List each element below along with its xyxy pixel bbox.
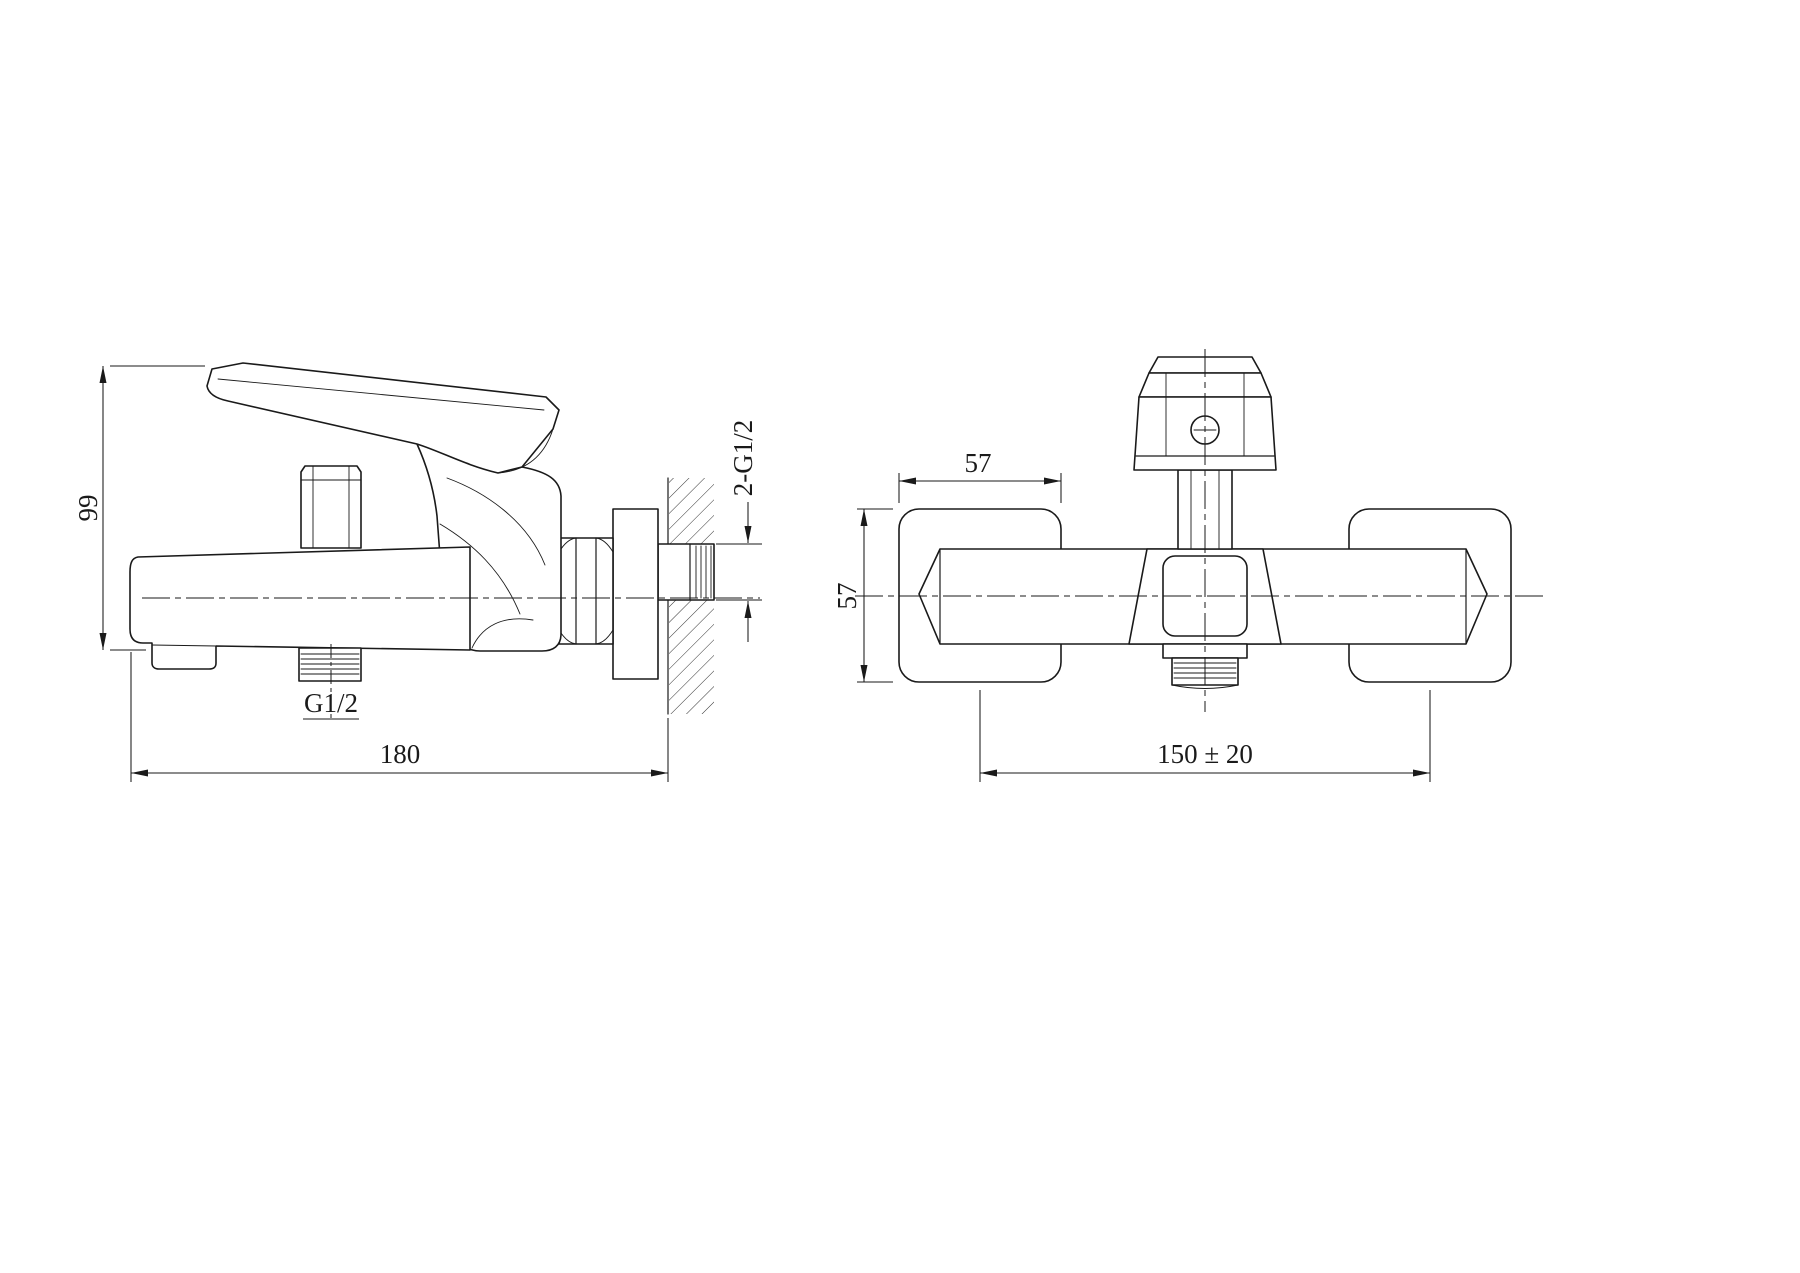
neck-facets — [1190, 469, 1220, 550]
inlet-thread-label: 2-G1/2 — [728, 420, 758, 497]
lever-crease — [217, 378, 545, 411]
label-inlet-thread-2g12: 2-G1/2 — [716, 420, 762, 642]
spout — [129, 546, 471, 670]
inlet-pipe — [657, 543, 715, 601]
knob-facets — [300, 465, 362, 549]
pipe-body — [657, 543, 715, 601]
nut-facets — [575, 537, 597, 645]
shower-outlet-thread — [298, 647, 362, 682]
handle-facets — [1165, 372, 1245, 457]
outlet-thread-body — [298, 647, 362, 682]
side-view-dimensions: 99 180 G1/2 2-G1/2 — [73, 365, 762, 782]
side-view — [129, 362, 760, 715]
dimension-length-180: 180 — [130, 652, 669, 782]
body-sculpt-lines — [439, 477, 546, 649]
spout-outline — [129, 546, 471, 670]
lever-hub-arc — [497, 428, 554, 474]
aerator-joint-line — [151, 644, 217, 647]
wall-flange — [612, 508, 659, 680]
label-spout-thread-g12: G1/2 — [303, 644, 359, 720]
dimension-escutcheon-width-57: 57 — [898, 448, 1062, 503]
front-view — [855, 349, 1545, 712]
lever-outline — [206, 362, 560, 474]
spout-thread-label: G1/2 — [304, 688, 358, 718]
inlet-spacing-label: 150 ± 20 — [1157, 739, 1253, 769]
outlet-bottom-arc — [1171, 684, 1239, 689]
outlet-thread-lines — [300, 653, 360, 675]
connection-nut — [558, 537, 614, 645]
knob-outline — [300, 465, 362, 549]
escutcheon-width-label: 57 — [965, 448, 992, 478]
dimension-height-99: 99 — [73, 365, 205, 651]
dimension-escutcheon-height-57: 57 — [832, 508, 893, 683]
nut-body — [558, 537, 614, 645]
pipe-thread-lines — [695, 545, 712, 599]
dim-height-label: 99 — [73, 495, 103, 522]
escutcheon-height-label: 57 — [832, 583, 862, 610]
lever-handle — [206, 362, 560, 474]
front-view-dimensions: 57 57 150 ± 20 — [832, 448, 1431, 782]
diverter-knob — [300, 465, 362, 549]
dimension-inlet-spacing-150: 150 ± 20 — [979, 690, 1431, 782]
dim-length-label: 180 — [380, 739, 421, 769]
